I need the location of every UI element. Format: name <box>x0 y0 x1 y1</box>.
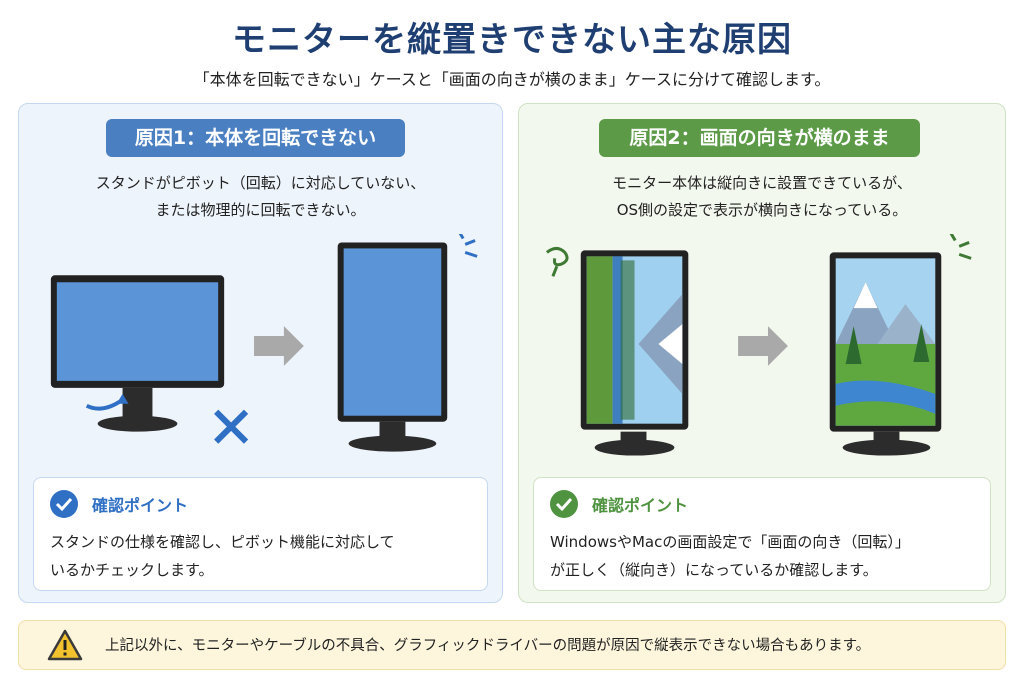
cause-1-check-line2: いるかチェックします。 <box>50 561 214 579</box>
note-box: 上記以外に、モニターやケーブルの不具合、グラフィックドライバーの問題が原因で縦表… <box>18 620 1006 670</box>
cause-1-check-title: 確認ポイント <box>92 496 189 515</box>
sparkle-icon <box>455 227 478 258</box>
cause-2-panel: 原因2：画面の向きが横のまま モニター本体は縦向きに設置できているが、 OS側の… <box>518 103 1006 603</box>
cause-1-desc-line1: スタンドがピボット（回転）に対応していない、 <box>95 174 426 192</box>
cause-2-description: モニター本体は縦向きに設置できているが、 OS側の設定で表示が横向きになっている… <box>519 170 1005 224</box>
cause-1-illustration <box>19 227 502 464</box>
cause-1-svg <box>50 227 478 452</box>
cause-1-header: 原因1：本体を回転できない <box>106 119 405 157</box>
checkmark-circle-icon <box>50 490 78 518</box>
page-title: モニターを縦置きできない主な原因 <box>232 20 792 60</box>
cause-1-check-line1: スタンドの仕様を確認し、ピボット機能に対応して <box>50 533 395 551</box>
rotate-arrow-icon <box>85 398 124 411</box>
cause-1-desc-line2: または物理的に回転できない。 <box>155 201 366 219</box>
cause-2-header: 原因2：画面の向きが横のまま <box>599 119 920 157</box>
cause-2-check-line1: WindowsやMacの画面設定で「画面の向き（回転）」 <box>550 533 910 551</box>
right-arrow-icon <box>254 326 304 366</box>
cause-2-check-line2: が正しく（縦向き）になっているか確認します。 <box>550 561 878 579</box>
cause-2-check-title: 確認ポイント <box>592 496 689 515</box>
cause-1-description: スタンドがピボット（回転）に対応していない、 または物理的に回転できない。 <box>19 170 502 224</box>
cause-1-check-box: 確認ポイント スタンドの仕様を確認し、ピボット機能に対応して いるかチェックしま… <box>33 477 488 591</box>
cause-2-svg <box>545 229 972 456</box>
cause-1-panel: 原因1：本体を回転できない スタンドがピボット（回転）に対応していない、 または… <box>18 103 503 603</box>
warning-triangle-icon <box>47 629 83 661</box>
portrait-monitor-correct <box>829 252 942 456</box>
note-text: 上記以外に、モニターやケーブルの不具合、グラフィックドライバーの問題が原因で縦表… <box>105 638 871 654</box>
right-arrow-icon-2 <box>738 326 788 366</box>
portrait-monitor <box>337 242 448 452</box>
cause-2-desc-line1: モニター本体は縦向きに設置できているが、 <box>612 174 912 192</box>
cause-2-desc-line2: OS側の設定で表示が横向きになっている。 <box>616 201 908 219</box>
cause-2-check-text: WindowsやMacの画面設定で「画面の向き（回転）」 が正しく（縦向き）にな… <box>550 528 980 584</box>
landscape-monitor <box>50 275 225 432</box>
checkmark-circle-icon-2 <box>550 490 578 518</box>
cause-2-check-box: 確認ポイント WindowsやMacの画面設定で「画面の向き（回転）」 が正しく… <box>533 477 991 591</box>
portrait-monitor-sideways <box>580 250 689 456</box>
sparkle-icon-2 <box>947 229 972 260</box>
page-subtitle: 「本体を回転できない」ケースと「画面の向きが横のまま」ケースに分けて確認します。 <box>193 70 831 89</box>
cause-2-illustration <box>519 229 1005 464</box>
rotate-arrow-head <box>116 393 129 404</box>
confused-swirl-icon <box>545 246 569 277</box>
cause-1-check-text: スタンドの仕様を確認し、ピボット機能に対応して いるかチェックします。 <box>50 528 480 584</box>
x-mark-icon <box>214 409 249 444</box>
